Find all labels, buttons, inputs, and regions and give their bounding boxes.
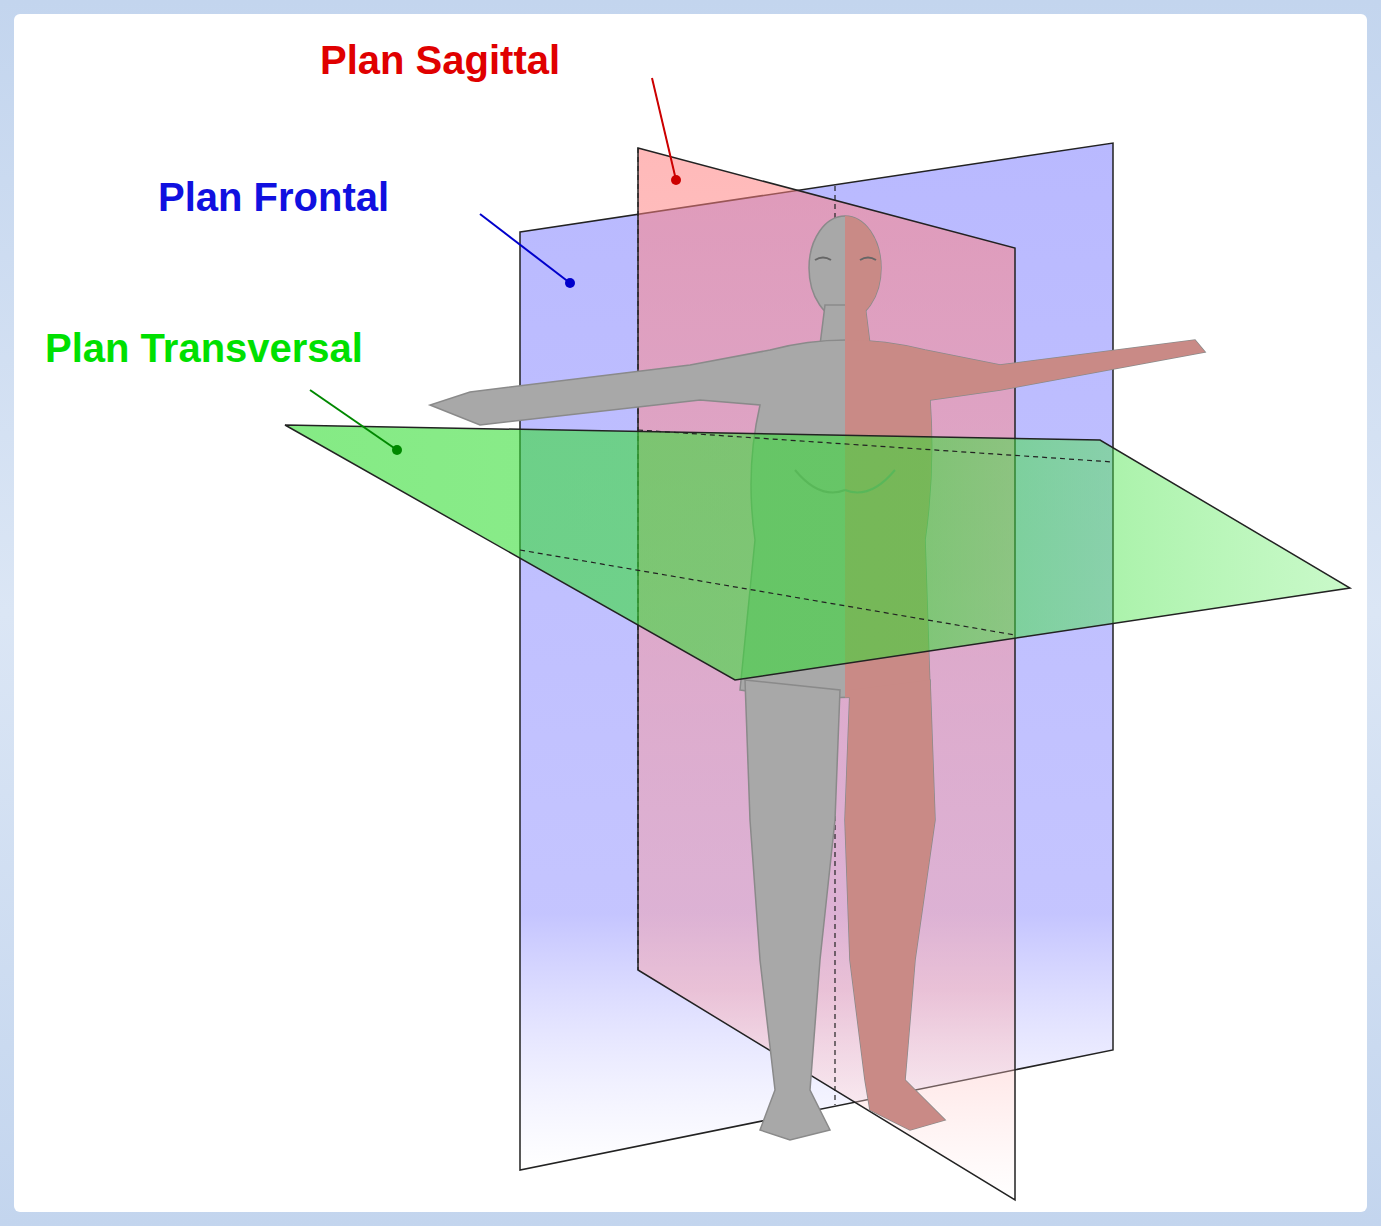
plane-label: Plan Frontal [158, 177, 389, 217]
plane-label: Plan Transversal [45, 328, 363, 368]
plane-label: Plan Sagittal [320, 40, 560, 80]
